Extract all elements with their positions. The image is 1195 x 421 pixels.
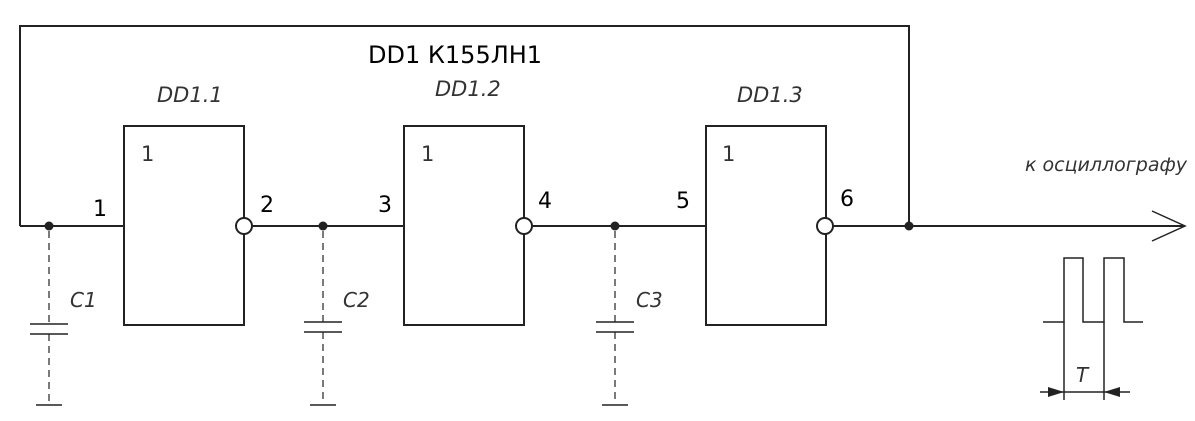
gate-name: DD1.2 bbox=[435, 77, 501, 101]
gate-dd1-2: 1 DD1.2 3 4 bbox=[378, 77, 552, 326]
dimension-arrow bbox=[1104, 387, 1120, 397]
gate-symbol: 1 bbox=[722, 142, 735, 166]
pin-label: 4 bbox=[538, 189, 552, 214]
gate-dd1-1: 1 DD1.1 1 2 bbox=[93, 83, 274, 326]
capacitor-c3: C3 bbox=[596, 231, 663, 406]
dimension-arrow bbox=[1048, 387, 1064, 397]
inverter-bubble bbox=[816, 217, 834, 235]
pin-label: 6 bbox=[840, 187, 854, 212]
junction-node bbox=[44, 221, 54, 231]
pin-label: 2 bbox=[260, 193, 274, 218]
gate-name: DD1.3 bbox=[737, 83, 803, 107]
period-label: T bbox=[1076, 363, 1090, 387]
period-dimension: T bbox=[1040, 322, 1130, 400]
chip-title: DD1 К155ЛН1 bbox=[368, 41, 542, 69]
junction-node bbox=[904, 221, 914, 231]
gate-body bbox=[123, 125, 245, 326]
gate-symbol: 1 bbox=[141, 142, 154, 166]
gate-name: DD1.1 bbox=[157, 83, 223, 107]
pulse-waveform bbox=[1043, 257, 1143, 323]
inverter-bubble bbox=[235, 217, 253, 235]
gate-dd1-3: 1 DD1.3 5 6 bbox=[676, 83, 854, 326]
output-label: к осциллографу bbox=[1025, 154, 1188, 176]
inverter-bubble bbox=[515, 217, 533, 235]
cap-label: C1 bbox=[70, 288, 97, 312]
pin-label: 1 bbox=[93, 197, 107, 222]
capacitor-c1: C1 bbox=[30, 231, 97, 406]
junction-node bbox=[610, 221, 620, 231]
gate-symbol: 1 bbox=[421, 142, 434, 166]
feedback-wire bbox=[19, 25, 910, 226]
junction-node bbox=[318, 221, 328, 231]
cap-label: C2 bbox=[343, 288, 370, 312]
pin-label: 3 bbox=[378, 193, 392, 218]
output-arrow bbox=[1151, 210, 1187, 242]
pin-label: 5 bbox=[676, 189, 690, 214]
capacitor-c2: C2 bbox=[304, 231, 370, 406]
cap-label: C3 bbox=[636, 288, 663, 312]
